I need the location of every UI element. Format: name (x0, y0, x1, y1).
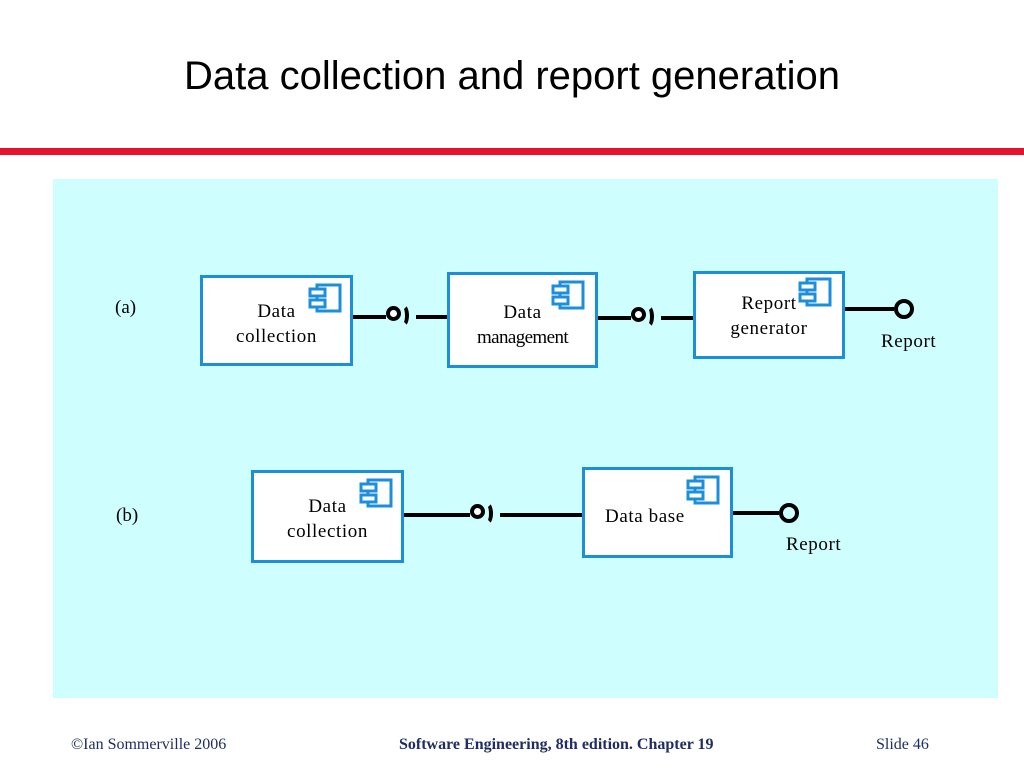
page-title: Data collection and report generation (184, 54, 840, 98)
uml-component-icon (359, 478, 393, 508)
uml-component-icon (686, 475, 720, 505)
uml-component-icon (551, 280, 585, 310)
connector-line-b1-right (500, 513, 583, 517)
provided-interface-report-b-icon (779, 503, 799, 523)
connector-line-b1-left (404, 513, 470, 517)
required-interface-socket-icon (397, 304, 409, 327)
connector-line-a1-right (416, 315, 448, 319)
connector-line-a2-right (661, 316, 694, 320)
component-label-line1: Data base (605, 506, 685, 527)
connector-line-a1-left (353, 315, 386, 319)
component-data-collection-a[interactable]: Data collection (200, 275, 353, 366)
uml-component-icon (798, 277, 832, 307)
footer-copyright: ©Ian Sommerville 2006 (71, 736, 227, 753)
component-label-line1: Data (503, 302, 542, 323)
component-label-line1: Data (257, 301, 296, 322)
component-report-generator-a[interactable]: Report generator (693, 271, 845, 359)
component-label-line2: collection (287, 521, 368, 542)
component-label-line2: management (476, 327, 569, 348)
interface-label-report-b: Report (786, 534, 842, 555)
provided-interface-report-a-icon (894, 299, 914, 319)
footer-book-reference: Software Engineering, 8th edition. Chapt… (399, 736, 714, 753)
interface-label-report-a: Report (881, 331, 937, 352)
footer-slide-number: Slide 46 (876, 736, 929, 753)
uml-component-icon (308, 283, 342, 313)
diagram-panel (53, 179, 998, 698)
connector-line-a-report (845, 307, 894, 311)
row-label-a: (a) (115, 297, 137, 318)
connector-line-a2-left (598, 316, 631, 320)
component-data-management-a[interactable]: Data management (447, 272, 598, 368)
component-data-collection-b[interactable]: Data collection (251, 470, 404, 563)
component-data-base-b[interactable]: Data base (582, 467, 733, 558)
component-label-line1: Data (308, 496, 347, 517)
component-label-line2: collection (236, 326, 317, 347)
ball-and-socket-connector-a2 (631, 305, 665, 331)
row-label-b: (b) (116, 505, 139, 526)
title-divider-rule (0, 148, 1024, 155)
component-label-line2: generator (730, 318, 808, 339)
required-interface-socket-icon (642, 305, 654, 328)
connector-line-b-report (733, 511, 779, 515)
ball-and-socket-connector-a1 (386, 304, 420, 330)
ball-and-socket-connector-b1 (470, 502, 504, 528)
component-label-line1: Report (741, 293, 797, 314)
required-interface-socket-icon (481, 502, 493, 525)
